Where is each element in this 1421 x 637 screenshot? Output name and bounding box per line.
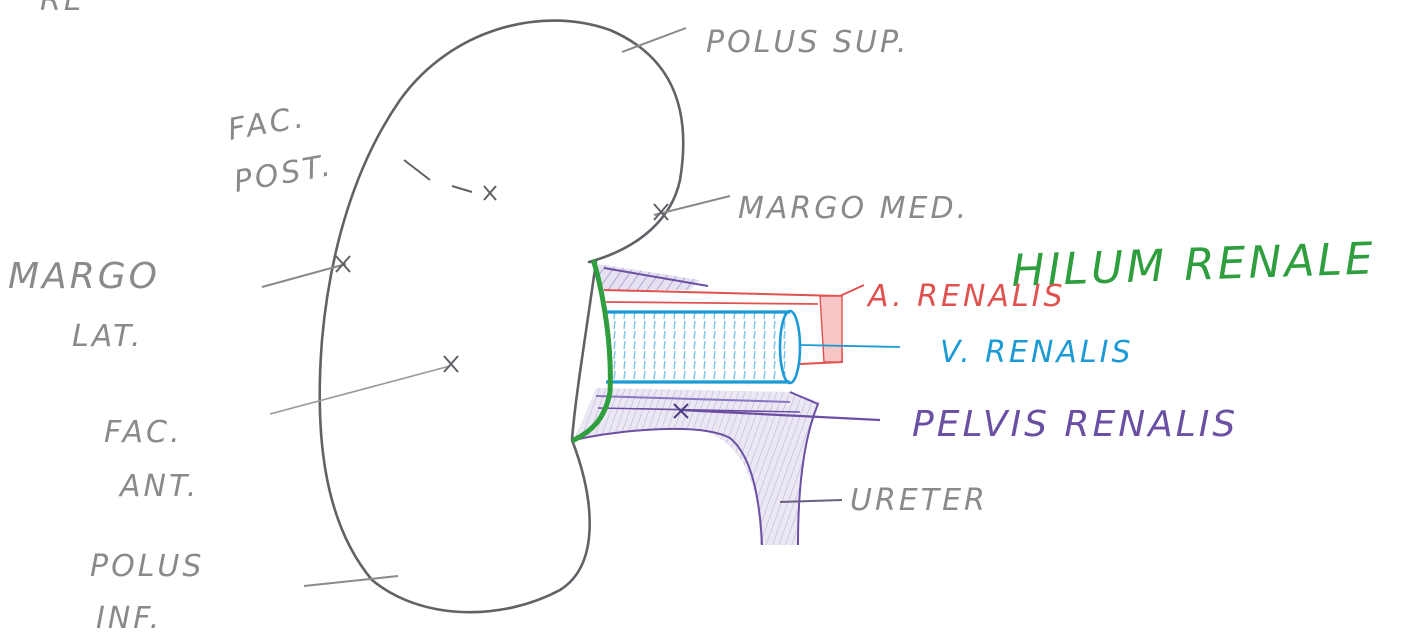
a-renalis-lower-edge — [606, 302, 818, 304]
label-top-left-partial: RE — [40, 0, 86, 18]
v-renalis-body — [610, 312, 790, 382]
pointer-fac-post — [404, 160, 472, 192]
pointer-margo-lat — [262, 264, 346, 287]
label-margo-lat-1: MARGO — [8, 256, 160, 297]
label-fac-ant-1: FAC. — [104, 415, 183, 450]
label-margo-med: MARGO MED. — [738, 191, 969, 226]
label-polus-sup: POLUS SUP. — [706, 25, 909, 60]
label-polus-inf-1: POLUS — [90, 549, 204, 584]
marker-fac-ant-x — [444, 356, 458, 372]
label-fac-post-2: POST. — [231, 148, 336, 200]
label-margo-lat-2: LAT. — [72, 319, 143, 354]
marker-margo-lat-x — [336, 256, 350, 272]
pointer-v-renalis — [800, 345, 900, 347]
label-polus-inf-2: INF. — [96, 601, 162, 636]
pelvis-renalis-shape — [598, 264, 700, 290]
label-pelvis-renalis: PELVIS RENALIS — [912, 404, 1238, 445]
label-a-renalis: A. RENALIS — [866, 279, 1066, 314]
label-ureter: URETER — [850, 483, 988, 518]
a-renalis-hatch — [820, 296, 842, 362]
label-fac-post-1: FAC. — [225, 100, 308, 148]
pointer-fac-ant — [270, 366, 450, 414]
label-fac-ant-2: ANT. — [118, 469, 199, 504]
pointer-a-renalis — [840, 285, 864, 296]
label-v-renalis: V. RENALIS — [940, 335, 1134, 370]
marker-fac-post-x — [484, 186, 496, 200]
pointer-polus-inf — [304, 576, 398, 586]
